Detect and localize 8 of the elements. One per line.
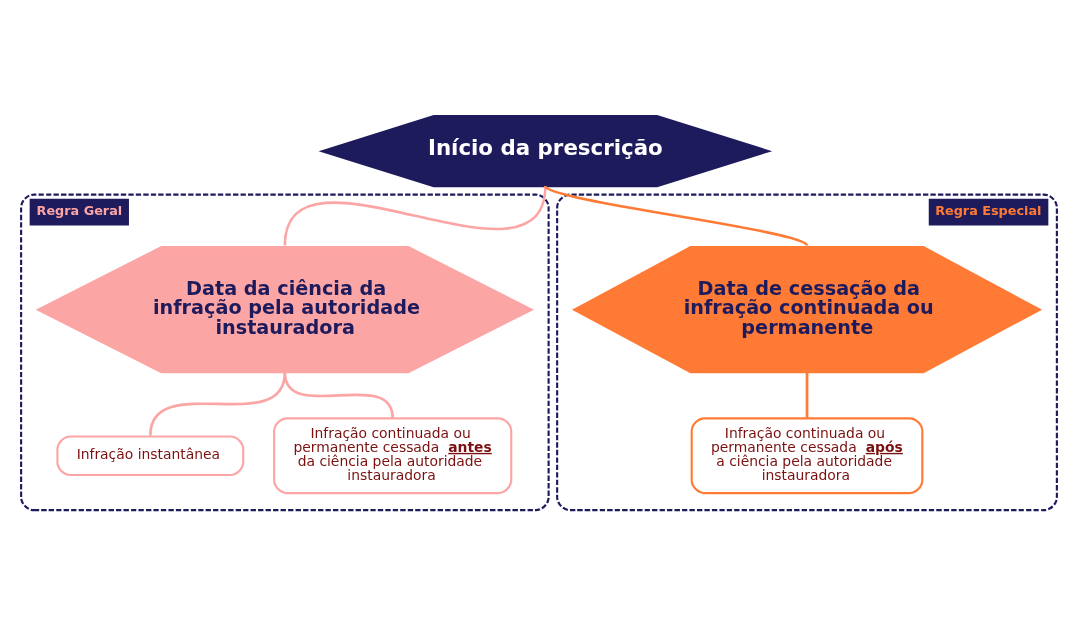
node-box: Infração instantânea — [56, 435, 245, 476]
connector — [283, 372, 395, 419]
connector — [149, 372, 287, 436]
connector — [805, 372, 809, 419]
connector — [283, 185, 547, 246]
node-box: Infração continuada ou permanente cessada antes da ciência pela autoridade instauradora — [273, 417, 513, 495]
connector — [544, 184, 808, 247]
node-box: Infração continuada ou permanente cessada após a ciência pela autoridade instauradora — [690, 417, 924, 495]
